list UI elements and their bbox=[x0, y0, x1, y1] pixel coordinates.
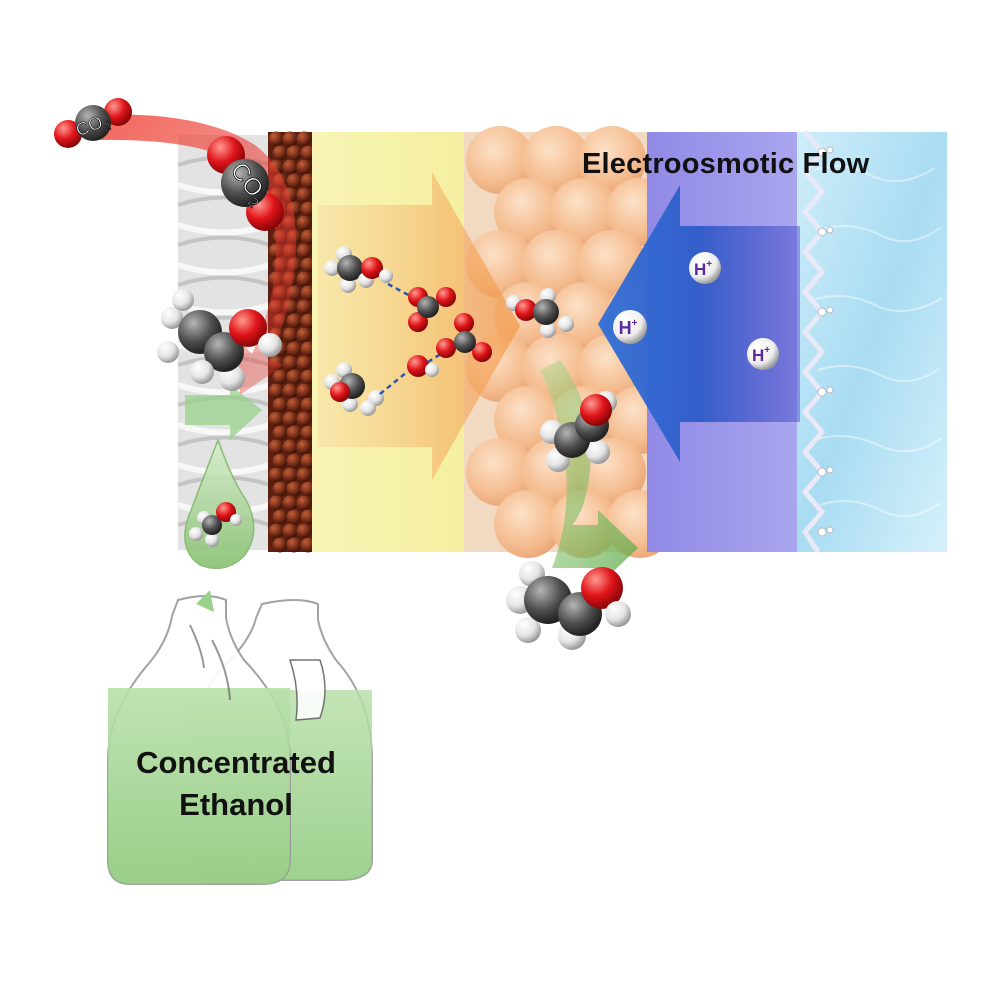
carbonate-molecule-2 bbox=[436, 313, 492, 362]
ethanol-droplet bbox=[184, 437, 255, 570]
ethanol-molecule-electrolyte-top bbox=[324, 246, 393, 293]
ethanol-molecule-solid-electrolyte-bottom bbox=[540, 391, 617, 472]
ethanol-molecule-solid-electrolyte-top bbox=[506, 288, 574, 338]
svg-text:H+: H+ bbox=[752, 345, 770, 365]
product-outflow-arrow-right bbox=[540, 360, 638, 586]
product-label-line1: Concentrated bbox=[136, 745, 336, 780]
ionomer-chain bbox=[801, 130, 834, 554]
electroosmotic-flow-arrow bbox=[598, 185, 800, 462]
anolyte-layer bbox=[797, 132, 947, 552]
proton-2: H+ bbox=[613, 310, 647, 344]
carbonate-molecule-1 bbox=[408, 287, 456, 332]
ethanol-molecule-gdl bbox=[157, 289, 282, 391]
electroosmotic-flow-label: Electroosmotic Flow bbox=[582, 148, 870, 180]
bottle-front bbox=[107, 590, 291, 885]
ethanol-molecule-electrolyte-bottom bbox=[324, 362, 384, 416]
concentrated-ethanol-label: Concentrated Ethanol bbox=[100, 742, 372, 826]
ethanol-molecule-product bbox=[506, 561, 631, 650]
svg-text:H+: H+ bbox=[619, 318, 638, 338]
hydrogen-bond-lines bbox=[379, 282, 453, 395]
proton-1: H+ bbox=[689, 252, 721, 284]
svg-text:H+: H+ bbox=[694, 259, 712, 279]
proton-3: H+ bbox=[747, 338, 779, 370]
co2-feed-arrow bbox=[90, 114, 297, 395]
co2-molecule-large: CO2 bbox=[207, 136, 284, 231]
hydroxide-ion bbox=[407, 355, 439, 377]
co2-molecule-small: CO2 bbox=[54, 98, 132, 148]
product-outflow-arrow-left bbox=[185, 385, 262, 440]
product-label-line2: Ethanol bbox=[179, 787, 293, 822]
